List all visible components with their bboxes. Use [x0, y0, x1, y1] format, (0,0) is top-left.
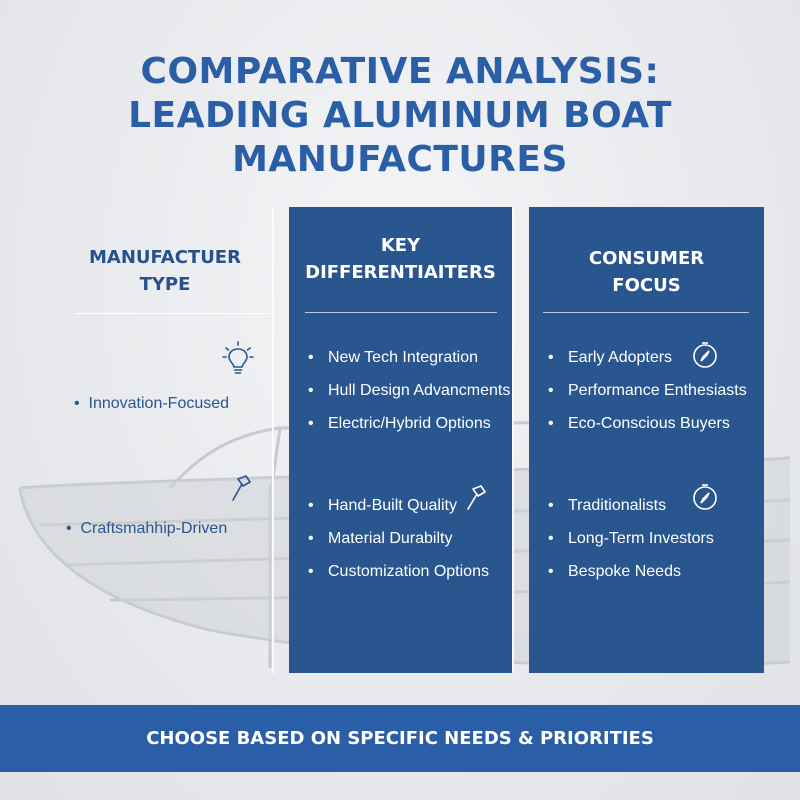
- footer-banner: CHOOSE BASED ON SPECIFIC NEEDS & PRIORIT…: [0, 705, 800, 772]
- title-line-1: COMPARATIVE ANALYSIS:: [140, 51, 660, 92]
- header-line: CONSUMER: [588, 248, 705, 269]
- consumer-focus-header: CONSUMER FOCUS: [529, 245, 764, 299]
- list-item: Bespoke Needs: [548, 562, 714, 595]
- key-differentiators-header: KEY DIFFERENTIAITERS: [289, 232, 512, 286]
- bullet: •: [66, 520, 81, 537]
- craftsmanship-driven-label: Craftsmahhip-Driven: [80, 520, 228, 537]
- list-item: Material Durabilty: [308, 529, 489, 562]
- column-divider: [272, 207, 274, 673]
- manufacturer-type-header: MANUFACTUER TYPE: [60, 244, 270, 298]
- key-differentiators-list-craftsmanship: Hand-Built Quality Material Durabilty Cu…: [308, 496, 489, 595]
- page-title: COMPARATIVE ANALYSIS: LEADING ALUMINUM B…: [0, 50, 800, 182]
- header-divider: [305, 312, 497, 313]
- compass-icon: [693, 342, 717, 368]
- row-type-label: • Innovation-Focused: [74, 395, 229, 413]
- lightbulb-icon: [222, 341, 254, 374]
- header-divider: [74, 313, 270, 314]
- list-item: Traditionalists: [548, 496, 714, 529]
- compass-icon: [693, 484, 717, 510]
- list-item: New Tech Integration: [308, 348, 510, 381]
- header-line: FOCUS: [612, 275, 681, 296]
- list-item: Hand-Built Quality: [308, 496, 489, 529]
- header-line: TYPE: [139, 274, 191, 295]
- list-item: Hull Design Advancments: [308, 381, 510, 414]
- title-line-3: MANUFACTURES: [232, 139, 568, 180]
- innovation-focused-label: Innovation-Focused: [88, 395, 230, 412]
- list-item: Electric/Hybrid Options: [308, 414, 510, 447]
- consumer-focus-list-innovation: Early Adopters Performance Enthesiasts E…: [548, 348, 747, 447]
- title-line-2: LEADING ALUMINUM BOAT: [128, 95, 672, 136]
- header-line: KEY: [380, 235, 421, 256]
- consumer-focus-list-craftsmanship: Traditionalists Long-Term Investors Besp…: [548, 496, 714, 595]
- list-item: Customization Options: [308, 562, 489, 595]
- bullet: •: [74, 395, 89, 412]
- list-item: Performance Enthesiasts: [548, 381, 747, 414]
- list-item: Early Adopters: [548, 348, 747, 381]
- list-item: Eco-Conscious Buyers: [548, 414, 747, 447]
- header-line: DIFFERENTIAITERS: [305, 262, 496, 283]
- row-type-label: • Craftsmahhip-Driven: [66, 520, 227, 538]
- header-line: MANUFACTUER: [89, 247, 241, 268]
- key-differentiators-list-innovation: New Tech Integration Hull Design Advancm…: [308, 348, 510, 447]
- column-divider: [512, 207, 514, 673]
- header-divider: [543, 312, 749, 313]
- list-item: Long-Term Investors: [548, 529, 714, 562]
- hammer-icon: [467, 485, 486, 510]
- hammer-icon: [232, 475, 251, 501]
